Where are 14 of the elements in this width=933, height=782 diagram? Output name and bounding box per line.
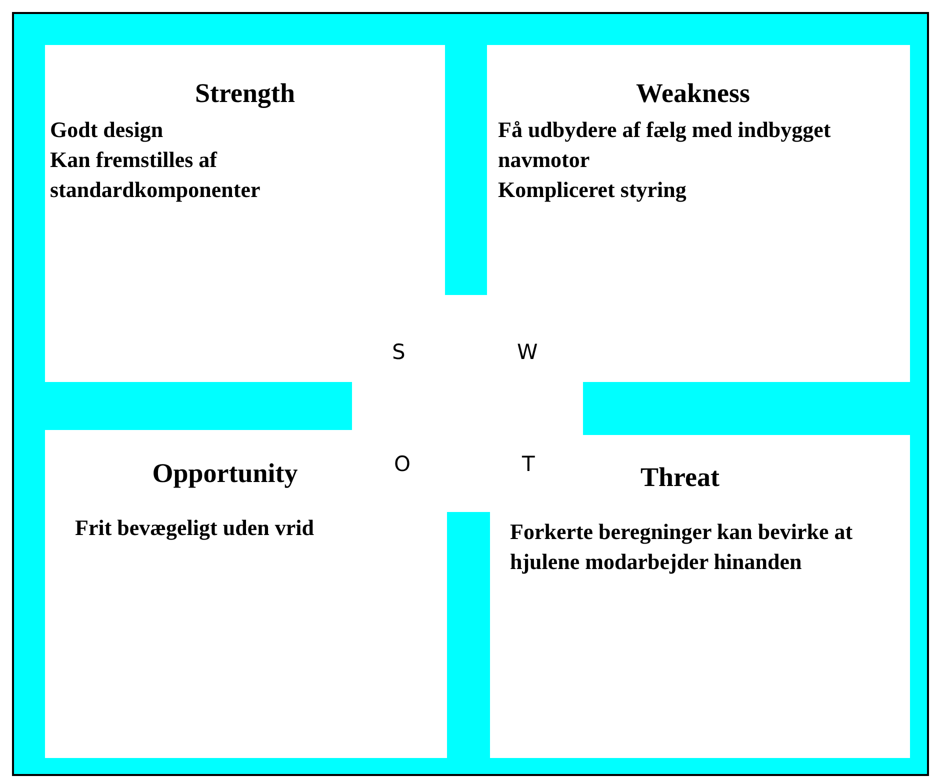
- quadrant-heading: Strength: [194, 78, 296, 109]
- quadrant-text: Kan fremstilles af standardkomponenter: [50, 146, 262, 204]
- quadrant-heading: Threat: [640, 462, 720, 493]
- quadrant-letter: T: [522, 452, 535, 476]
- quadrant-letter: W: [517, 340, 538, 364]
- quadrant-heading: Opportunity: [151, 458, 299, 489]
- quadrant-text: Frit bevægeligt uden vrid: [75, 514, 315, 542]
- quadrant-text: Få udbydere af fælg med indbygget navmotor: [498, 116, 832, 174]
- quadrant-text: Forkerte beregninger kan bevirke at hjulene modarbejder hinanden: [510, 518, 854, 576]
- quadrant-letter: O: [394, 452, 411, 476]
- quadrant-heading: Weakness: [634, 78, 752, 109]
- quadrant-letter: S: [392, 340, 406, 364]
- quadrant-text: Godt design: [50, 116, 164, 144]
- quadrant-text: Kompliceret styring: [498, 176, 688, 204]
